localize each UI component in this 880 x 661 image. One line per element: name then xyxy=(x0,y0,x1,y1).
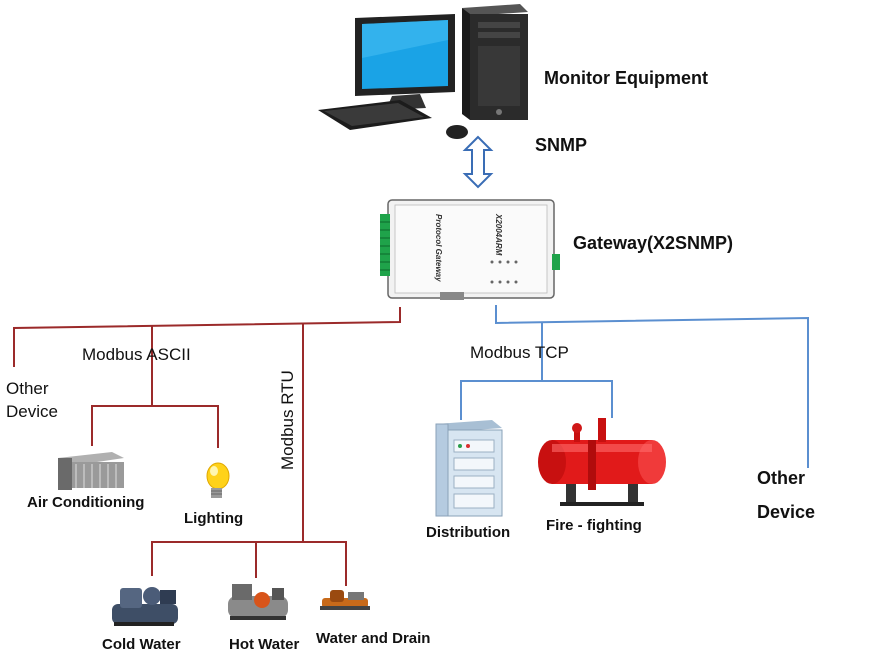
fire-fighting-label: Fire - fighting xyxy=(546,517,642,534)
device-type-text: Protocol Gateway xyxy=(434,214,443,282)
distribution-cabinet-icon xyxy=(435,420,503,517)
modbus-tcp-label: Modbus TCP xyxy=(470,343,569,362)
monitor-equipment-label: Monitor Equipment xyxy=(544,68,708,88)
modbus-ascii-label: Modbus ASCII xyxy=(82,345,191,364)
blue-bus-lines xyxy=(460,305,809,468)
distribution-label: Distribution xyxy=(426,524,511,541)
gateway-device-icon: X2004ARM Protocol Gateway xyxy=(380,199,560,300)
snmp-arrow xyxy=(462,135,494,189)
other-device-left-line2: Device xyxy=(6,402,58,421)
water-and-drain-label: Water and Drain xyxy=(316,630,431,647)
computer-icon xyxy=(318,4,528,139)
chiller-icon xyxy=(112,587,178,626)
device-model-text: X2004ARM xyxy=(494,213,503,256)
other-device-right-line1: Other xyxy=(757,468,806,488)
other-device-left-line1: Other xyxy=(6,379,49,398)
red-bus-lines xyxy=(13,307,401,586)
gateway-label: Gateway(X2SNMP) xyxy=(573,233,734,253)
snmp-label: SNMP xyxy=(535,135,588,155)
boiler-icon xyxy=(228,584,288,620)
light-bulb-icon xyxy=(206,462,230,498)
other-device-right-line2: Device xyxy=(757,502,816,522)
modbus-rtu-label: Modbus RTU xyxy=(278,370,297,470)
pump-icon xyxy=(320,590,370,610)
cold-water-label: Cold Water xyxy=(102,636,181,653)
lighting-label: Lighting xyxy=(184,510,244,527)
hot-water-label: Hot Water xyxy=(229,636,300,653)
air-conditioner-icon xyxy=(58,452,124,490)
fire-tank-icon xyxy=(538,418,666,506)
air-conditioning-label: Air Conditioning xyxy=(27,494,145,511)
